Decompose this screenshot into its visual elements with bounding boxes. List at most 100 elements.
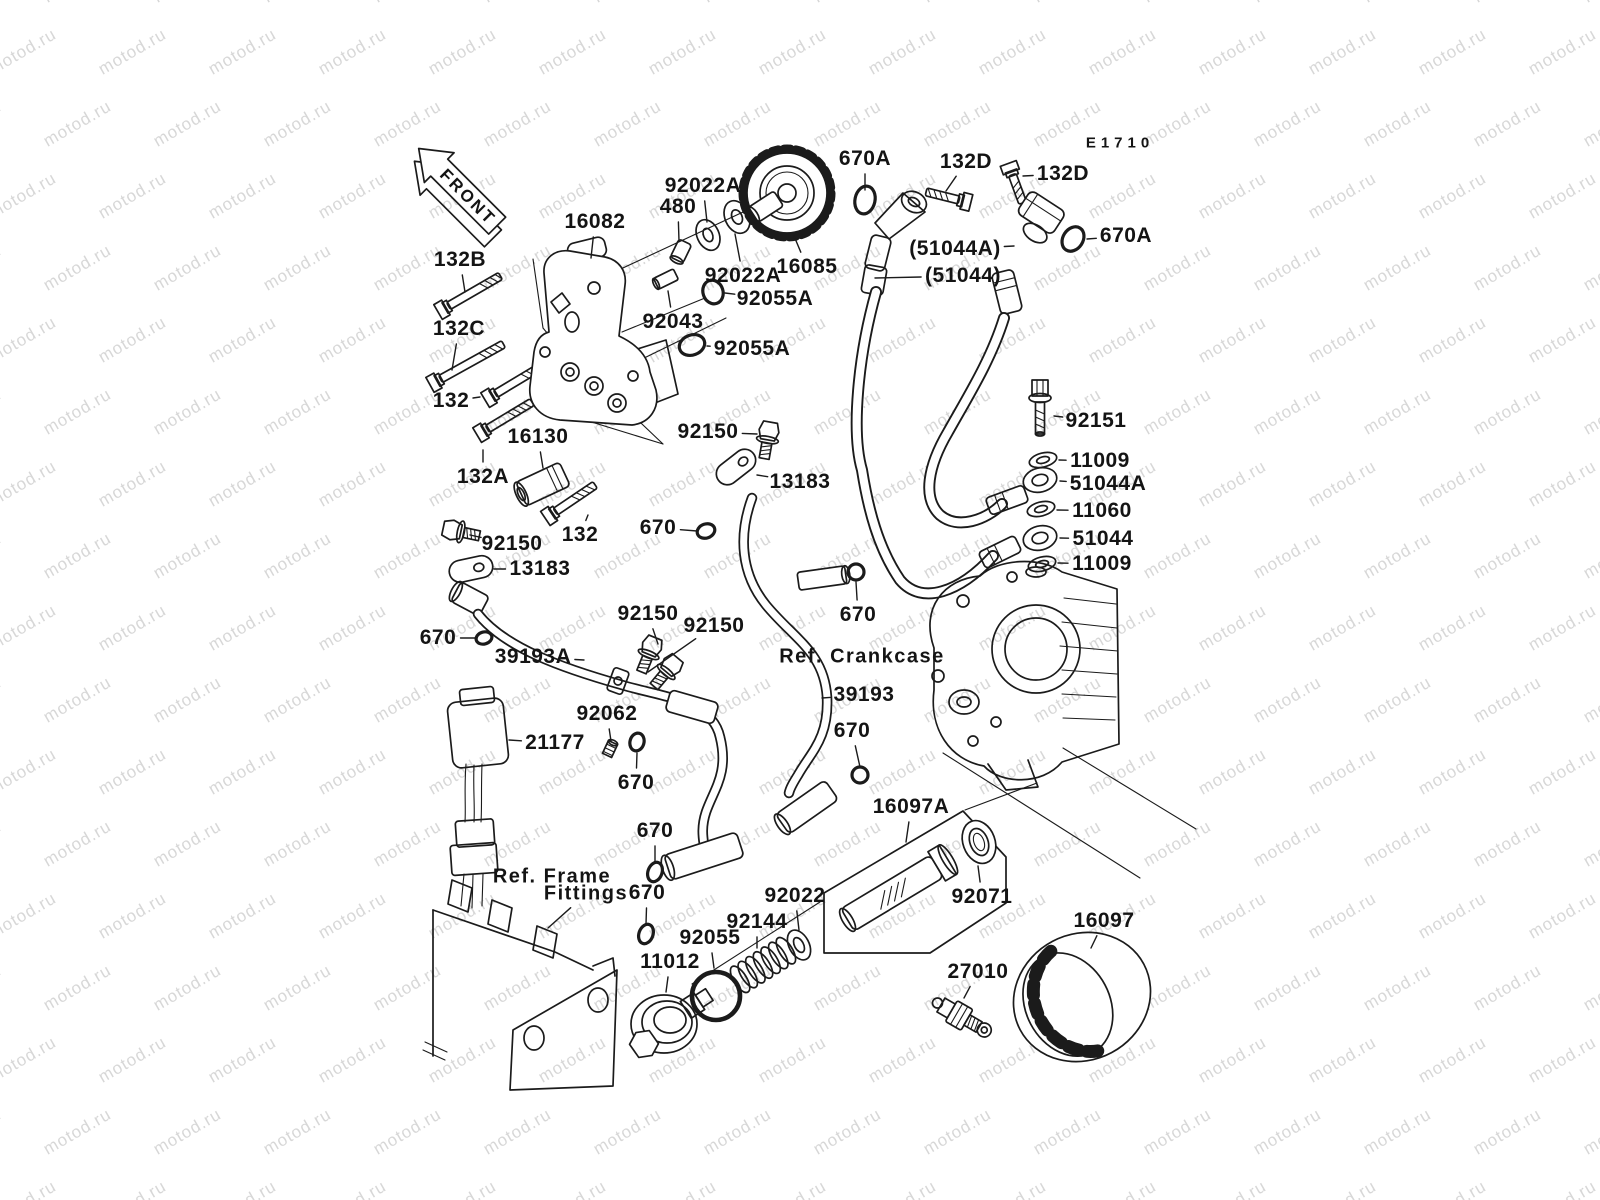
- washer-92022: [786, 929, 812, 961]
- leader-line: [539, 451, 544, 469]
- leader-line: [704, 200, 708, 223]
- pipe-39193-end-tube: [773, 781, 838, 836]
- part-label-670a: 670A: [1099, 224, 1153, 247]
- crankcase: [929, 560, 1120, 791]
- filter-kit-16097a: [823, 810, 1007, 954]
- part-label-92150: 92150: [677, 420, 739, 443]
- leader-line: [508, 739, 523, 742]
- banjo-51044: [1022, 524, 1058, 552]
- leader-line: [679, 529, 698, 532]
- leader-line: [461, 274, 466, 293]
- part-label-92150: 92150: [683, 614, 745, 637]
- leader-line: [793, 235, 802, 253]
- part-label-16130: 16130: [507, 425, 569, 448]
- oil-filter-16097: [1012, 931, 1152, 1063]
- part-label-11060: 11060: [1072, 499, 1132, 522]
- pipe-39193a-elbow: [448, 580, 489, 616]
- part-label-51044a: (51044A): [909, 237, 1001, 260]
- part-label-16097a: 16097A: [872, 795, 950, 818]
- part-label-480: 480: [659, 195, 697, 218]
- pipe-39193a-junction: [665, 689, 719, 725]
- leader-line: [1086, 237, 1098, 240]
- part-label-92144: 92144: [726, 910, 788, 933]
- leader-line: [874, 276, 922, 279]
- bolt-92150-3: [636, 634, 663, 675]
- part-label-92055: 92055: [679, 926, 741, 949]
- leader-line: [854, 745, 861, 768]
- sensor-21177: [446, 685, 510, 909]
- leader-line: [905, 821, 910, 843]
- part-label-27010: 27010: [947, 960, 1009, 983]
- bolt-92150-2: [440, 519, 482, 544]
- plate-13183-2: [715, 448, 757, 486]
- bolt-132d-1: [924, 187, 974, 213]
- collar-16130: [513, 462, 570, 507]
- leader-line: [667, 290, 672, 308]
- part-label-92071: 92071: [951, 885, 1013, 908]
- part-label-16097: 16097: [1073, 909, 1135, 932]
- leader-line: [451, 343, 458, 371]
- leader-line: [652, 628, 659, 645]
- bolt-132c: [425, 340, 506, 394]
- leader-line: [547, 907, 572, 929]
- part-label-670: 670: [617, 771, 655, 794]
- part-label-51044: 51044: [1072, 527, 1134, 550]
- part-label-13183: 13183: [769, 470, 831, 493]
- oring-670-c: [636, 922, 656, 946]
- seal-92071: [961, 819, 997, 865]
- part-label-92055a: 92055A: [736, 287, 814, 310]
- part-label-670: 670: [419, 626, 457, 649]
- part-label-92062: 92062: [576, 702, 638, 725]
- part-label-670: 670: [639, 516, 677, 539]
- leader-line: [472, 396, 481, 399]
- leader-line: [574, 658, 585, 661]
- bolt-92151: [1028, 379, 1052, 437]
- washer-92022a-1: [695, 218, 721, 252]
- leader-line: [1003, 245, 1015, 248]
- leader-line: [590, 236, 594, 259]
- oring-92055a-2: [677, 333, 707, 357]
- washer-11009-1: [1028, 451, 1058, 469]
- gear-16085: [738, 144, 836, 242]
- part-label-132d: 132D: [939, 150, 993, 173]
- part-label-670: 670: [636, 819, 674, 842]
- part-label-51044a: 51044A: [1069, 472, 1147, 495]
- spring-92144: [729, 936, 797, 994]
- part-label-92150: 92150: [617, 602, 679, 625]
- leader-line: [796, 910, 800, 931]
- part-label-92150: 92150: [481, 532, 543, 555]
- plug-11012: [628, 987, 714, 1059]
- leader-line: [1022, 174, 1034, 177]
- switch-27010: [931, 997, 993, 1038]
- part-label-92022a: 92022A: [704, 264, 782, 287]
- oring-92055: [689, 969, 743, 1023]
- part-label-16082: 16082: [564, 210, 626, 233]
- leader-line: [585, 514, 589, 522]
- leader-line: [665, 976, 669, 993]
- leader-line: [855, 581, 858, 601]
- part-label-132c: 132C: [432, 317, 486, 340]
- washer-11060: [1026, 500, 1056, 518]
- part-label-92151: 92151: [1065, 409, 1127, 432]
- leader-line: [821, 696, 831, 699]
- part-label-670: 670: [833, 719, 871, 742]
- plate-13183-1: [448, 554, 494, 584]
- bolt-132d-2: [999, 159, 1027, 205]
- leader-line: [469, 534, 482, 539]
- hose-ferrule-51044-bottom: [978, 535, 1022, 569]
- leader-line: [608, 728, 612, 742]
- oring-670-elbow: [474, 630, 494, 646]
- screw-92062: [601, 738, 619, 759]
- part-label-16085: 16085: [776, 255, 838, 278]
- bolt-132-second: [539, 481, 598, 527]
- part-label-92022: 92022: [764, 884, 826, 907]
- part-label-132: 132: [561, 523, 599, 546]
- leader-line: [724, 292, 736, 295]
- oil-pump-16082: [529, 236, 679, 426]
- part-label-39193: 39193: [833, 683, 895, 706]
- hose-ferrule-51044a-top: [991, 269, 1023, 315]
- part-label-ref-frame: Ref. Frame: [492, 865, 612, 888]
- collar-480: [669, 239, 692, 265]
- washer-11009-2: [1027, 555, 1057, 573]
